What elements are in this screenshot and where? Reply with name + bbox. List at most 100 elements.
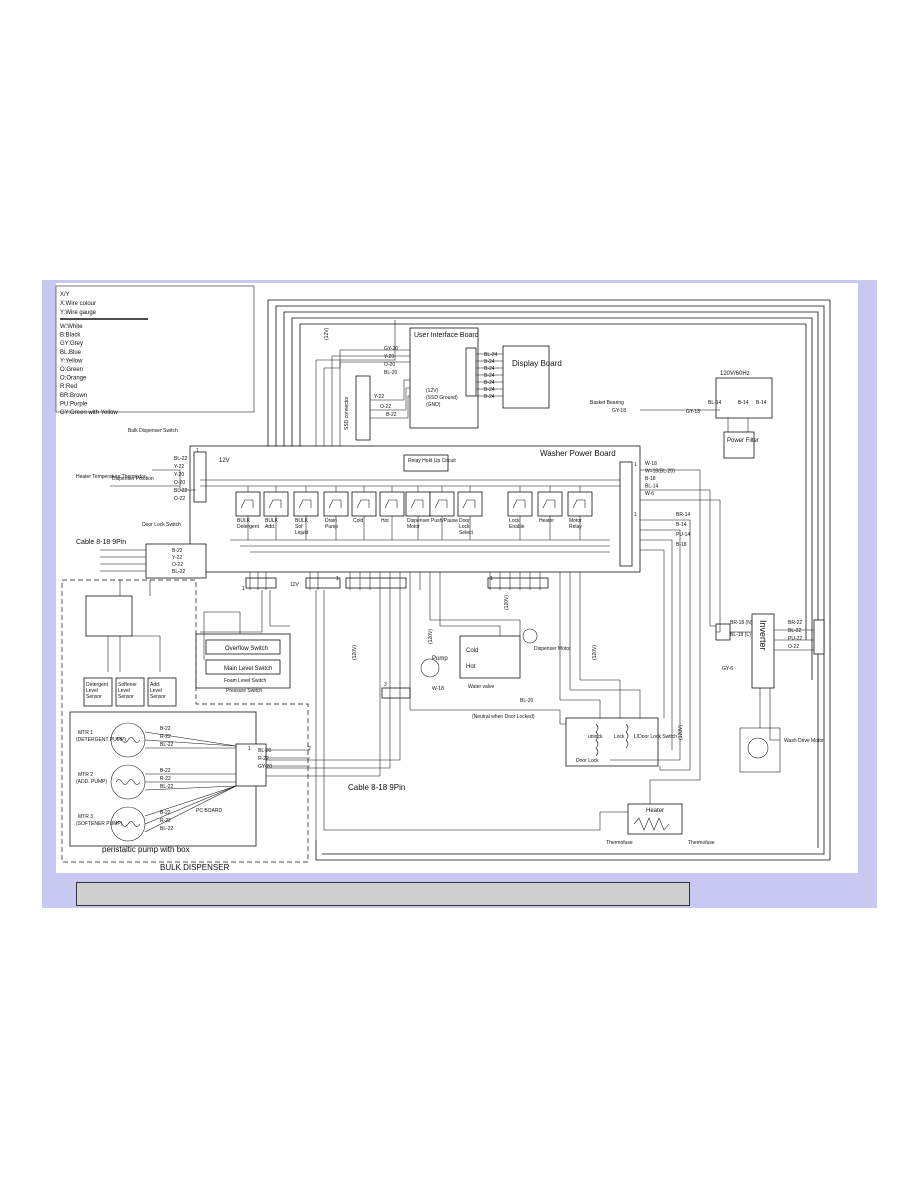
relay-4: Cold — [351, 486, 377, 540]
board-12v: 12V — [219, 458, 230, 464]
pf-wire-0: BL-14 — [708, 400, 722, 406]
relay-10-label-0: Heater — [539, 518, 554, 524]
pump-2-wire-2: BL-22 — [160, 826, 174, 832]
connector-12v: 12V — [290, 582, 300, 588]
cable-top-label: Cable 8-18 9Pin — [76, 539, 126, 546]
relay-0-label-1: Detergent — [237, 524, 260, 530]
washer-power-board: Washer Power Board Relay Hold Up Circuit… — [189, 445, 690, 573]
ssd-wire-b22: B-22 — [386, 412, 397, 418]
ssd-wire-y22: Y-22 — [374, 394, 384, 400]
legend-color-4: Y:Yellow — [60, 358, 83, 364]
inverter-in-1: BL-22 — [788, 628, 802, 634]
pin-1: 1 — [634, 462, 637, 468]
cable-wire-1: Y-22 — [172, 555, 182, 561]
ui-right-wire-1: B-24 — [484, 359, 495, 365]
relay-8-label-1: Lock — [459, 524, 470, 530]
relay-hold-label: Relay Hold Up Circuit — [408, 458, 456, 464]
relay-2-label-2: Liquid — [295, 530, 309, 536]
gy18-b: GY-18 — [686, 409, 700, 415]
pump-1-desc: (ADD. PUMP) — [76, 779, 107, 785]
pump-1-name: MTR 2 — [78, 772, 93, 778]
ui-board-title: User Interface Board — [414, 332, 479, 339]
sensor-1-label-0: Softener — [118, 682, 137, 688]
volt-1: (120V) — [352, 645, 358, 660]
ui-wire-2: O-20 — [384, 362, 395, 368]
ui-right-wire-6: B-24 — [484, 394, 495, 400]
ui-12v: (12V) — [426, 388, 439, 394]
heater-label: Heater — [646, 808, 664, 814]
power-supply: 120V/60Hz BL-14 B-14 B-14 Basket Bearing… — [590, 371, 773, 459]
cable-bottom-label: Cable 8-18 9Pin — [348, 783, 405, 792]
relay-7-label-0: Push/Pause — [431, 518, 458, 524]
footer-bar — [76, 882, 690, 906]
bulk-switch-label: Bulk Dispenser Switch — [128, 428, 178, 434]
pump-2-wire-1: R-22 — [160, 818, 171, 824]
basket-bearing: Basket Bearing — [590, 400, 624, 406]
thermistor-label: Heater Temperature Thermistor — [76, 474, 146, 480]
ui-wire-3: BL-20 — [384, 370, 398, 376]
inverter-in-2: PU-22 — [788, 636, 802, 642]
ui-right-wire-2: B-24 — [484, 366, 495, 372]
ui-gnd: (GND) — [426, 402, 441, 408]
pf-wire-1: B-14 — [738, 400, 749, 406]
pin-6: 1 — [248, 746, 251, 752]
supply-label: 120V/60Hz — [720, 371, 750, 377]
left-sensors: Bulk Dispenser Switch Heater Temperature… — [76, 428, 207, 528]
board-right-wire-2: B-18 — [645, 476, 656, 482]
bulk-dispenser-title: BULK DISPENSER — [160, 863, 230, 872]
inverter-left-0: BR-18 (N) — [730, 620, 753, 626]
pump-0-name: MTR 1 — [78, 730, 93, 736]
heater: Heater Thermofuse Thermofuse — [606, 803, 715, 846]
relay-3-label-1: Pump — [325, 524, 338, 530]
wash-motor-label: Wash Drive Motor — [784, 738, 824, 744]
pump-2-name: MTR 3 — [78, 814, 93, 820]
relay-8-label-0: Door — [459, 518, 470, 524]
relay-10: Heater — [537, 486, 563, 540]
relay-row: BULKDetergentBULKAdd.BULKSofLiquidDrainP… — [235, 486, 593, 540]
legend-header-0: X/Y — [60, 292, 70, 298]
cable-wire-0: B-22 — [172, 548, 183, 554]
relay-2-label-1: Sof — [295, 524, 303, 530]
cable-wire-2: O-22 — [172, 562, 183, 568]
thermofuse-left: Thermofuse — [606, 840, 633, 846]
legend-header-2: Y:Wire gauge — [60, 310, 97, 316]
board-right-wire-3: BL-14 — [645, 484, 659, 490]
inverter-in-0: BR-22 — [788, 620, 802, 626]
bottom-cable-wire-1: R-22 — [258, 756, 269, 762]
pin-3: 1 — [242, 586, 245, 592]
legend-color-9: PU:Purple — [60, 401, 88, 407]
jp-wire-4: BL-22 — [174, 488, 188, 494]
relay-6-label-1: Motor — [407, 524, 420, 530]
jp-wire-2: Y-20 — [174, 472, 184, 478]
relay-0-label-0: BULK — [237, 518, 251, 524]
pump-label: Pump — [432, 656, 448, 662]
pump-0-wire-0: B-22 — [160, 726, 171, 732]
pin-2: 1 — [634, 512, 637, 518]
peristaltic-label: peristaltic pump with box — [102, 845, 190, 854]
relay-9-label-0: Lock — [509, 518, 520, 524]
legend-color-list: W:WhiteB:BlackGY:GreyBL:BlueY:YellowO:Gr… — [60, 324, 118, 416]
board-mid-wire-2: PU-14 — [676, 532, 690, 538]
relay-9-label-1: Enable — [509, 524, 525, 530]
relay-6-label-0: Dispenser — [407, 518, 430, 524]
water-valve-label: Water valve — [468, 684, 494, 690]
ssd-connector: SSD connector Y-22 O-22 B-22 — [344, 375, 410, 441]
sensor-1-label-2: Sensor — [118, 694, 134, 700]
ui-right-wire-3: B-24 — [484, 373, 495, 379]
internal-wiring — [107, 469, 814, 840]
gy6-label: GY-6 — [722, 666, 733, 672]
relay-5: Hot — [379, 486, 405, 540]
legend-color-3: BL:Blue — [60, 350, 82, 356]
sensor-2-label-2: Sensor — [150, 694, 166, 700]
pc-board-label: PC BOARD — [196, 808, 223, 814]
outer-wires — [267, 299, 831, 861]
